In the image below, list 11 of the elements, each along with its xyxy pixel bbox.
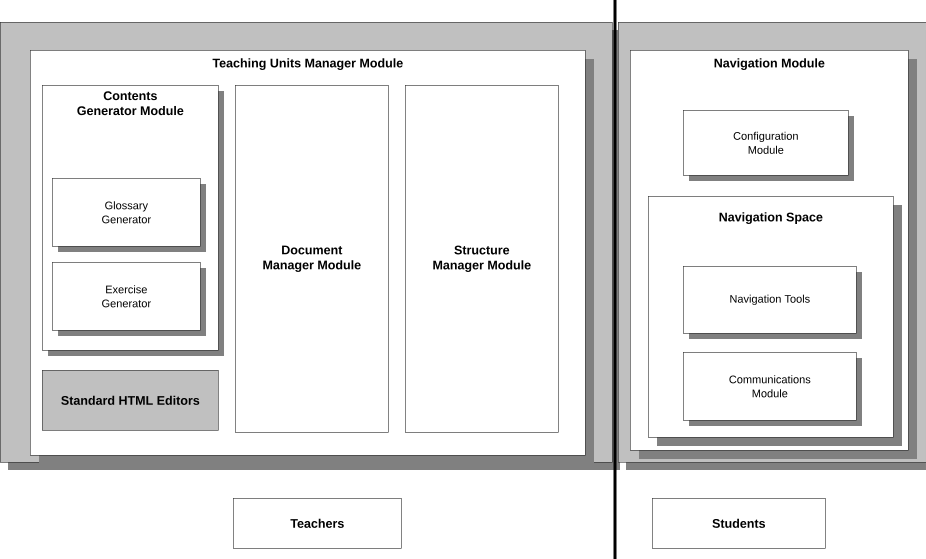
node-label: Teaching Units Manager Module [212, 58, 403, 70]
module-box: Glossary Generator [52, 178, 206, 252]
module-box: Communications Module [683, 352, 862, 426]
user-box: Students [652, 498, 826, 549]
user-box: Teachers [233, 498, 402, 549]
editor-box: Standard HTML Editors [42, 370, 219, 431]
module-box: Configuration Module [683, 110, 854, 181]
module-box: Navigation Tools [683, 266, 862, 339]
module-box: Structure Manager Module [405, 85, 559, 433]
module-box: Document Manager Module [235, 85, 389, 433]
module-box: Exercise Generator [52, 262, 206, 336]
